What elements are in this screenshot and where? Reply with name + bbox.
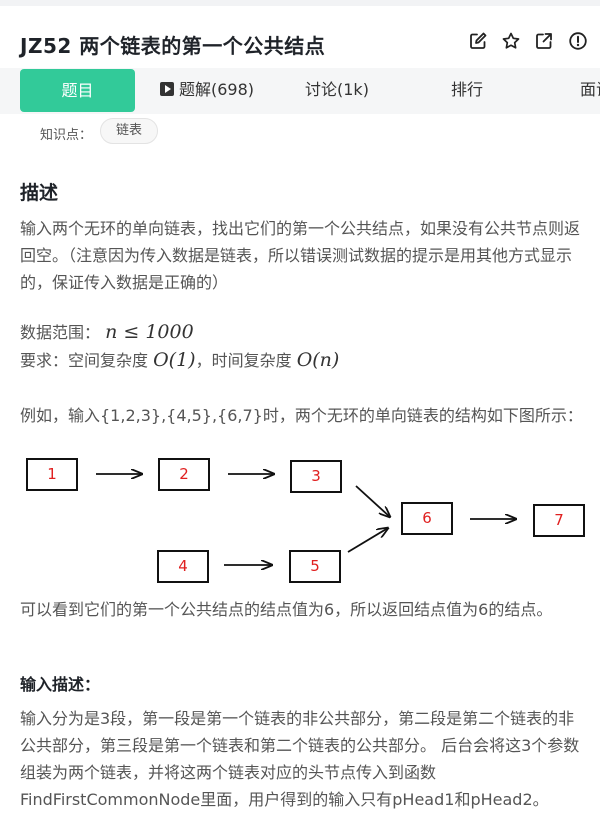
problem-title: JZ52 两个链表的第一个公共结点 xyxy=(20,34,326,58)
list-node-4: 4 xyxy=(157,550,209,583)
description-text: 输入两个无环的单向链表，找出它们的第一个公共结点，如果没有公共节点则返回空。（注… xyxy=(20,219,581,292)
tab-ranking[interactable]: 排行 xyxy=(451,80,484,99)
star-icon[interactable] xyxy=(501,31,521,51)
top-band xyxy=(0,0,600,6)
requirements: 要求：空间复杂度 O(1)，时间复杂度 O(n) xyxy=(20,347,590,374)
input-desc-text: 输入分为是3段，第一段是第一个链表的非公共部分，第二段是第二个链表的非公共部分，… xyxy=(20,709,580,809)
diagram-arrows xyxy=(96,454,600,584)
arrow-3-6 xyxy=(355,485,390,517)
space-complexity: O(1) xyxy=(153,349,196,371)
list-node-3: 3 xyxy=(290,460,342,493)
data-range: 数据范围： n ≤ 1000 xyxy=(20,319,590,346)
input-desc-heading: 输入描述： xyxy=(20,675,101,694)
tab-discussion[interactable]: 讨论(1k) xyxy=(305,80,369,99)
tab-solutions[interactable]: 题解(698) xyxy=(160,68,254,114)
problem-header: JZ52 两个链表的第一个公共结点 xyxy=(0,6,600,72)
time-complexity: O(n) xyxy=(296,349,340,371)
list-node-7: 7 xyxy=(533,504,585,537)
knowledge-label: 知识点： xyxy=(40,128,93,143)
description-heading: 描述 xyxy=(20,182,59,204)
list-node-2: 2 xyxy=(158,458,210,491)
list-node-5: 5 xyxy=(289,550,341,583)
tab-problem[interactable]: 题目 xyxy=(20,69,135,112)
arrow-5-6 xyxy=(347,528,388,553)
tab-solutions-label: 题解(698) xyxy=(179,80,255,99)
linked-list-diagram: 1 2 3 4 5 6 7 xyxy=(0,454,600,584)
video-icon xyxy=(160,82,174,96)
tab-interview[interactable]: 面试 xyxy=(580,80,600,99)
edit-icon[interactable] xyxy=(468,31,488,51)
example-text: 例如，输入{1,2,3},{4,5},{6,7}时，两个无环的单向链表的结构如下… xyxy=(20,406,583,425)
conclusion-text: 可以看到它们的第一个公共结点的结点值为6，所以返回结点值为6的结点。 xyxy=(20,600,553,619)
data-range-label: 数据范围： xyxy=(20,323,101,342)
list-node-1: 1 xyxy=(26,458,78,491)
tab-bar: 题目 题解(698) 讨论(1k) 排行 面试 xyxy=(0,68,600,114)
requirements-label: 要求：空间复杂度 xyxy=(20,351,154,370)
report-icon[interactable] xyxy=(568,31,588,51)
requirements-mid: ，时间复杂度 xyxy=(195,351,297,370)
data-range-math: n ≤ 1000 xyxy=(105,321,194,343)
share-icon[interactable] xyxy=(534,31,554,51)
list-node-6: 6 xyxy=(401,502,453,535)
knowledge-tag[interactable]: 链表 xyxy=(100,118,159,144)
